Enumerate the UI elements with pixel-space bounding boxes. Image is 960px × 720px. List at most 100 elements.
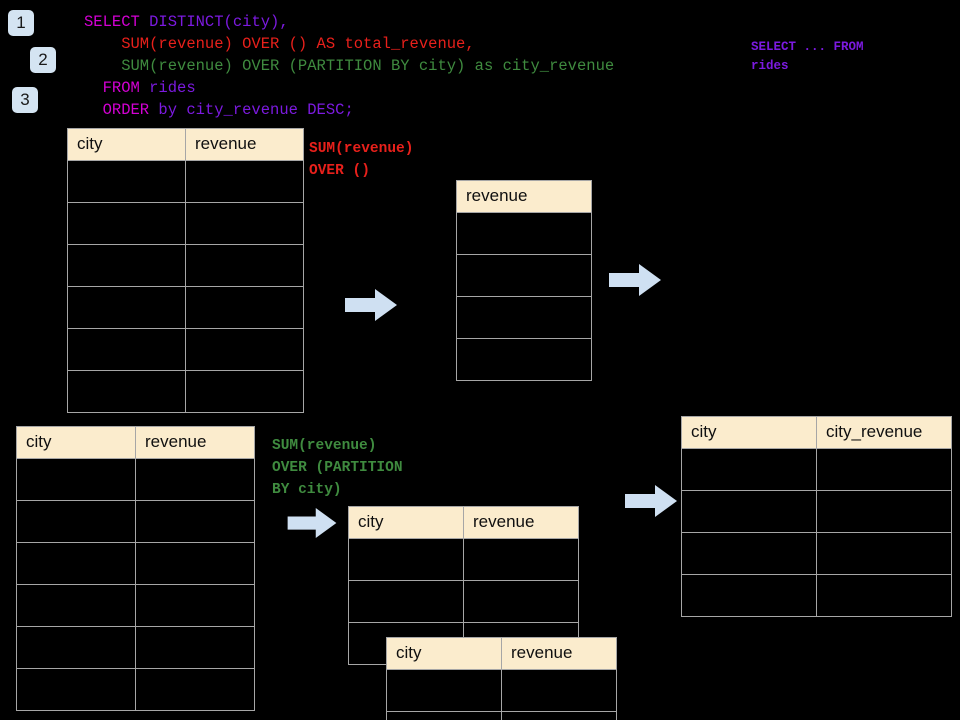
cell-revenue [135, 458, 255, 501]
cell-revenue [135, 626, 255, 669]
cell-revenue [185, 244, 304, 287]
sql-line-1-rest: DISTINCT(city), [149, 13, 289, 31]
column-header-city: city [16, 426, 136, 459]
arrow-partition-to-result [625, 485, 677, 517]
cell-city [681, 532, 817, 575]
table-row [456, 296, 592, 339]
cell-city [16, 458, 136, 501]
cell-revenue [185, 328, 304, 371]
sql-line-4-keyword: FROM [84, 79, 150, 97]
table-row [67, 370, 304, 413]
table-header-row: city city_revenue [681, 416, 952, 449]
cell-city [16, 500, 136, 543]
cell-revenue [501, 669, 617, 712]
table-header-row: city revenue [16, 426, 255, 459]
table-row [681, 532, 952, 575]
cell-city [16, 542, 136, 585]
result-table: city city_revenue [681, 416, 952, 617]
cell-revenue [456, 212, 592, 255]
table-row [67, 202, 304, 245]
rides-source-table-bottom: city revenue [16, 426, 255, 711]
cell-revenue [185, 286, 304, 329]
cell-city-revenue [816, 448, 952, 491]
cell-city-revenue [816, 490, 952, 533]
sidenote-select-from-rides: SELECT ... FROM rides [751, 40, 864, 73]
cell-city [348, 538, 464, 581]
step-badge-2: 2 [30, 47, 56, 73]
cell-city [16, 626, 136, 669]
annotation-city-revenue: SUM(revenue) OVER (PARTITION BY city) [272, 438, 403, 498]
cell-revenue [501, 711, 617, 720]
table-row [456, 338, 592, 381]
sql-line-1: SELECT DISTINCT(city), [84, 11, 289, 33]
table-row [681, 448, 952, 491]
table-row [386, 711, 617, 720]
cell-city [681, 574, 817, 617]
column-header-city: city [386, 637, 502, 670]
sql-line-5: ORDER by city_revenue DESC; [84, 99, 354, 121]
table-header-row: city revenue [67, 128, 304, 161]
sql-line-4-rest: rides [149, 79, 196, 97]
table-row [16, 542, 255, 585]
table-row [456, 254, 592, 297]
cell-city [386, 669, 502, 712]
column-header-city: city [67, 128, 186, 161]
table-row [67, 160, 304, 203]
sql-line-5-keyword: ORDER [84, 101, 159, 119]
cell-revenue [463, 538, 579, 581]
cell-revenue [135, 584, 255, 627]
cell-revenue [456, 296, 592, 339]
cell-city [67, 160, 186, 203]
table-row [386, 669, 617, 712]
cell-city-revenue [816, 532, 952, 575]
table-row [16, 500, 255, 543]
cell-city [681, 448, 817, 491]
column-header-revenue: revenue [185, 128, 304, 161]
cell-city [16, 668, 136, 711]
arrow-source-to-partition [287, 508, 337, 538]
sql-line-4: FROM rides [84, 77, 196, 99]
table-row [348, 538, 579, 581]
sql-line-2: SUM(revenue) OVER () AS total_revenue, [84, 35, 475, 53]
table-header-row: city revenue [386, 637, 617, 670]
cell-revenue [456, 338, 592, 381]
sql-line-5-rest: by city_revenue DESC; [158, 101, 354, 119]
partition-table-front: city revenue [386, 637, 617, 720]
table-header-row: city revenue [348, 506, 579, 539]
arrow-source-to-total [345, 289, 397, 321]
cell-revenue [185, 202, 304, 245]
cell-city [681, 490, 817, 533]
cell-revenue [185, 160, 304, 203]
cell-city [67, 202, 186, 245]
column-header-city: city [348, 506, 464, 539]
cell-revenue [463, 580, 579, 623]
table-row [456, 212, 592, 255]
column-header-revenue: revenue [456, 180, 592, 213]
arrow-total-to-result [609, 264, 661, 296]
cell-revenue [135, 500, 255, 543]
cell-city [67, 370, 186, 413]
column-header-city-revenue: city_revenue [816, 416, 952, 449]
column-header-city: city [681, 416, 817, 449]
total-revenue-table: revenue [456, 180, 592, 381]
cell-revenue [185, 370, 304, 413]
cell-city [348, 580, 464, 623]
sql-line-3: SUM(revenue) OVER (PARTITION BY city) as… [84, 57, 615, 75]
table-row [681, 490, 952, 533]
table-row [16, 458, 255, 501]
sql-line-1-keyword: SELECT [84, 13, 150, 31]
cell-revenue [135, 542, 255, 585]
table-header-row: revenue [456, 180, 592, 213]
table-row [16, 584, 255, 627]
cell-city [386, 711, 502, 720]
table-row [67, 244, 304, 287]
column-header-revenue: revenue [501, 637, 617, 670]
cell-city [67, 244, 186, 287]
cell-city [16, 584, 136, 627]
column-header-revenue: revenue [135, 426, 255, 459]
table-row [16, 626, 255, 669]
step-badge-1: 1 [8, 10, 34, 36]
table-row [681, 574, 952, 617]
rides-source-table-top: city revenue [67, 128, 304, 413]
